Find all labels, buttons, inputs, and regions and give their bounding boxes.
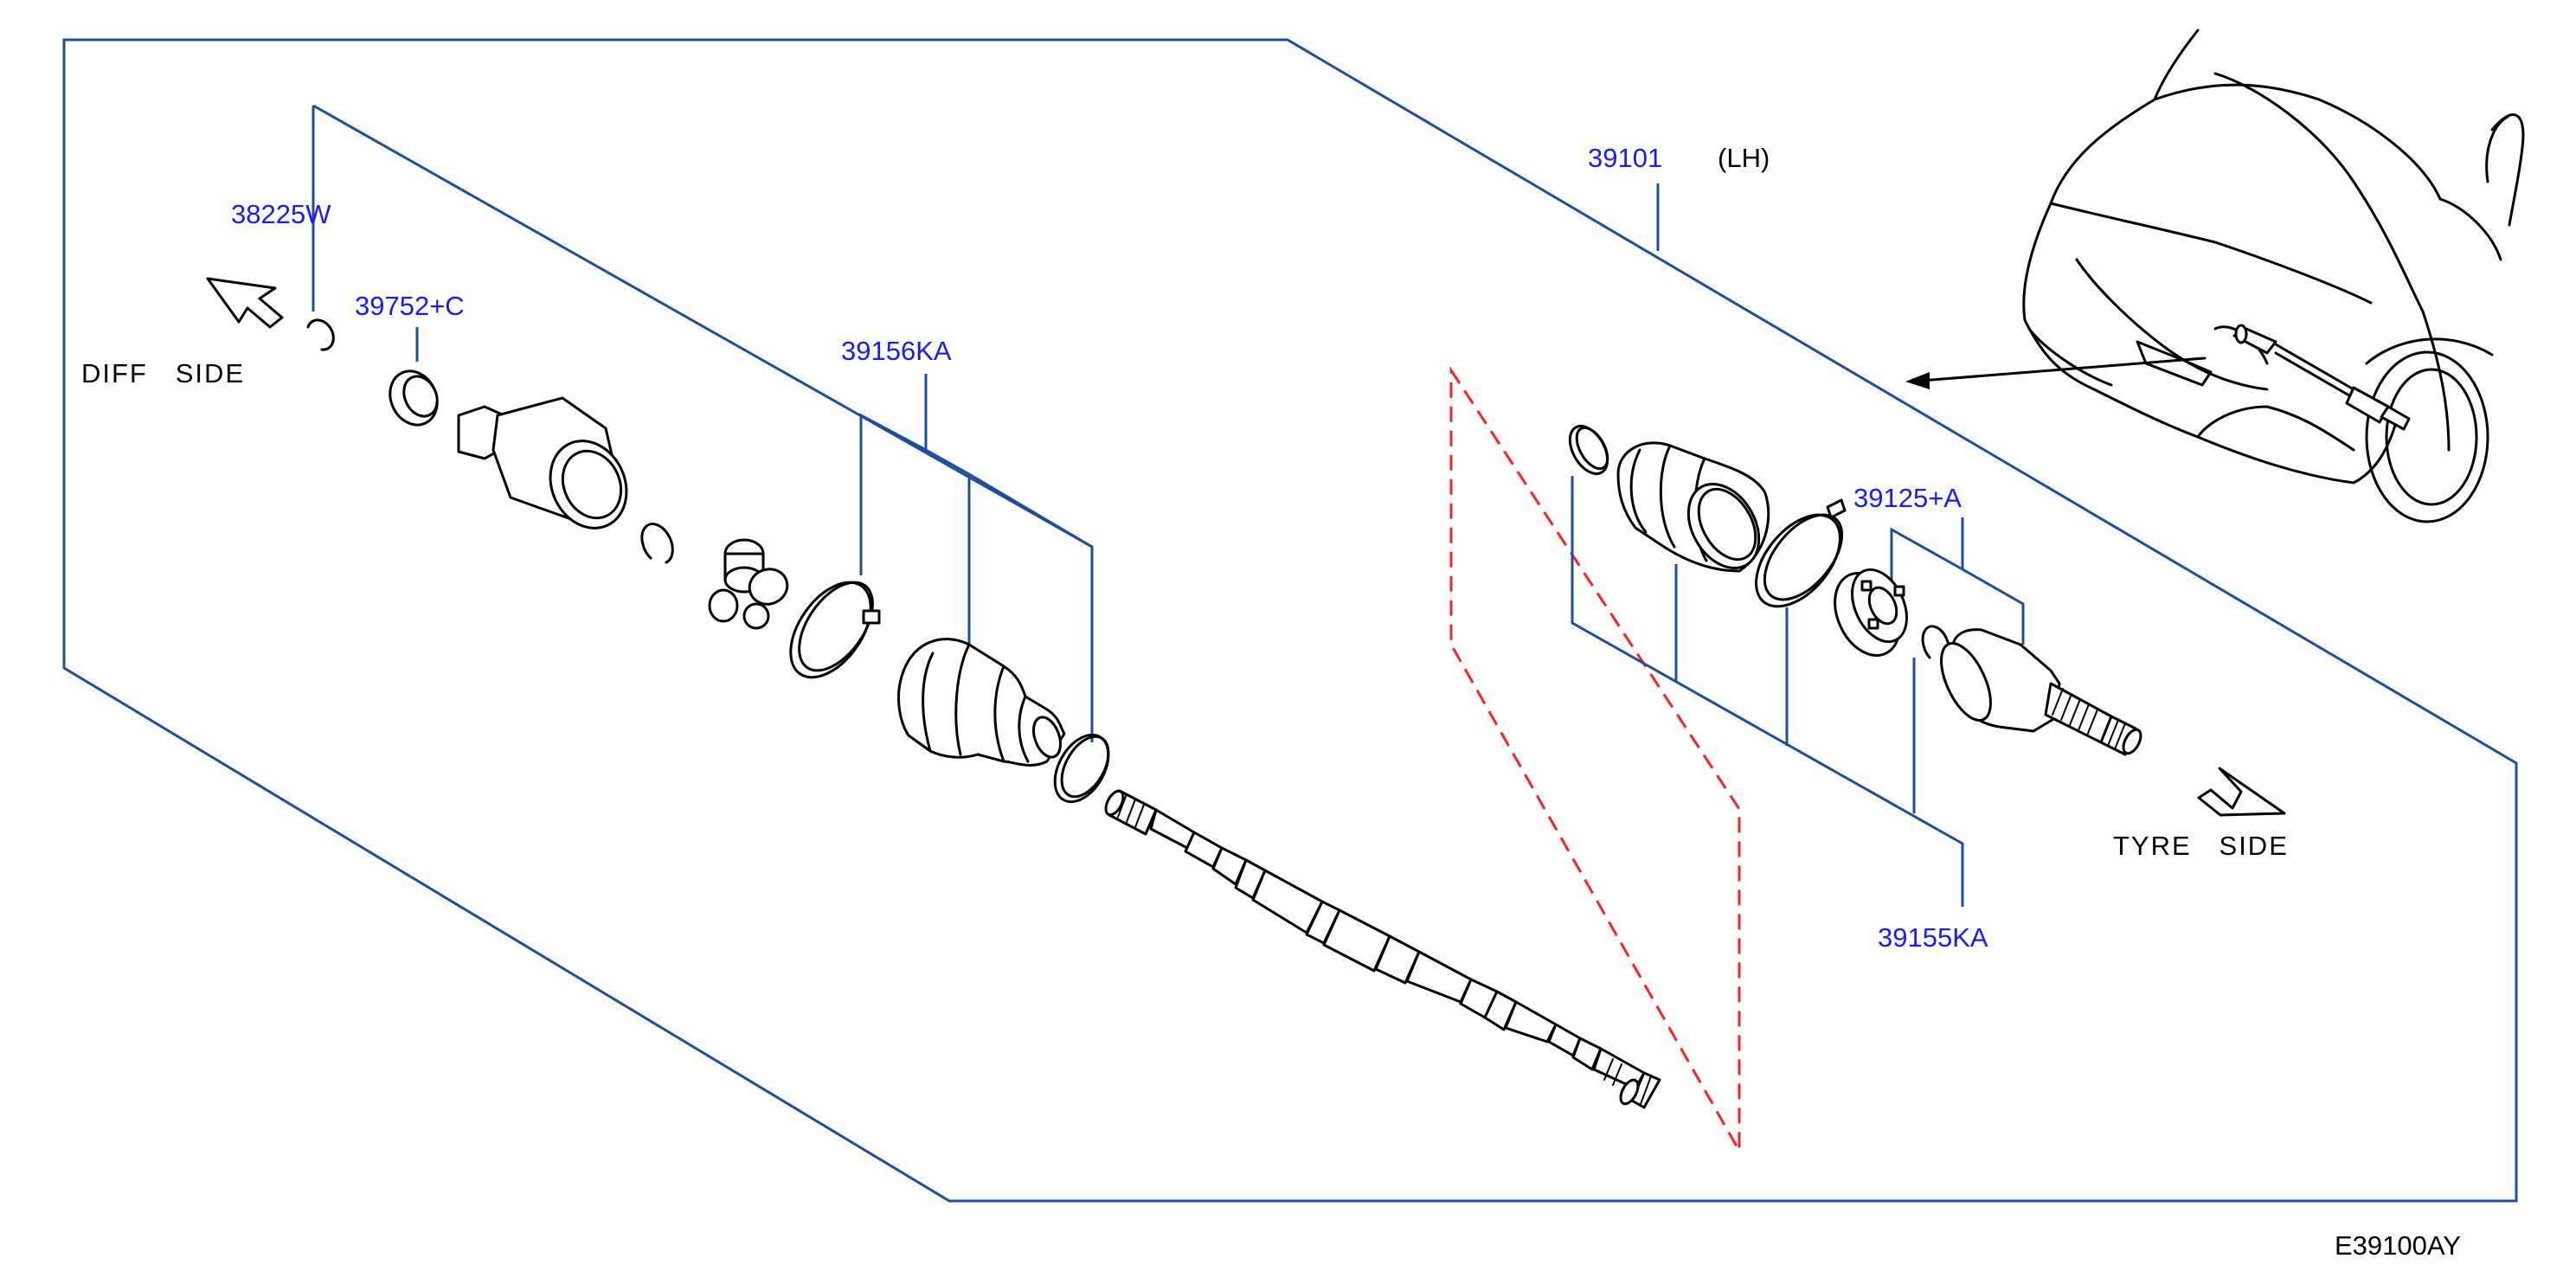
part-number-38225w[interactable]: 38225W [231, 199, 331, 229]
inner-boot [896, 638, 1066, 767]
inner-joint-housing [457, 396, 628, 530]
tyre-side-boot [1616, 441, 1770, 573]
boot-band-small [1053, 733, 1110, 804]
diff-side-label: DIFF SIDE [81, 358, 245, 388]
outer-joint [1940, 628, 2142, 756]
circlip-38225w [306, 318, 335, 351]
part-number-39156ka[interactable]: 39156KA [841, 336, 952, 366]
vehicle-icon [2022, 29, 2525, 523]
direction-arrow-icon [206, 277, 284, 329]
bearing-cage [1834, 568, 1908, 658]
tyre-side-label: TYRE SIDE [2113, 831, 2289, 861]
assembly-frame [62, 38, 2518, 1203]
pointer-arrow-icon [1905, 372, 1930, 389]
leader-lines [415, 183, 2025, 907]
part-number-39125a[interactable]: 39125+A [1853, 483, 1962, 513]
boot-band-large [789, 581, 881, 679]
snap-ring [640, 523, 674, 564]
direction-arrow-icon [2197, 767, 2286, 817]
tyre-side-band-large [1755, 498, 1847, 608]
side-indicator-lh: (LH) [1718, 143, 1770, 173]
kit-39156ka-line [312, 104, 1094, 742]
part-number-39155ka[interactable]: 39155KA [1878, 922, 1988, 953]
tripod-joint [708, 538, 789, 630]
seal-39752c [389, 369, 439, 427]
part-number-39752c[interactable]: 39752+C [355, 291, 465, 321]
figure-reference: E39100AY [2335, 1230, 2461, 1261]
part-number-39101[interactable]: 39101 [1588, 143, 1662, 173]
drive-shaft [1104, 789, 1661, 1109]
tyre-side-band-small [1568, 425, 1609, 475]
